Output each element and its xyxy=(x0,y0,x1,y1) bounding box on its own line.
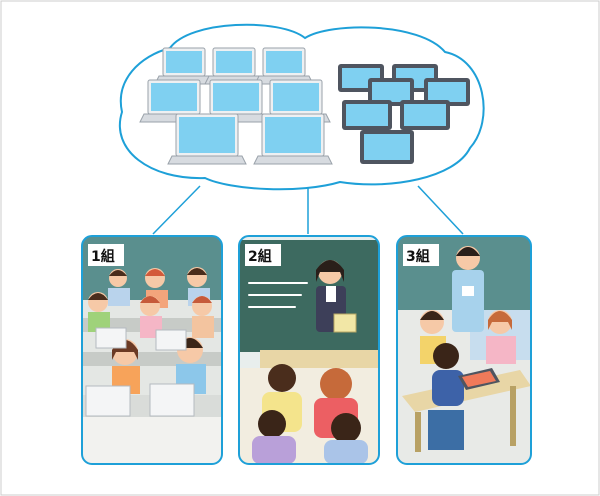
tablet-icon xyxy=(400,100,450,130)
class-1-border xyxy=(81,235,223,465)
tablet-icon xyxy=(424,78,470,106)
connector-line-3 xyxy=(417,185,464,235)
class-2-label: 2組 xyxy=(248,248,272,265)
class-3-border xyxy=(396,235,532,465)
connector-line-1 xyxy=(152,185,201,235)
laptop-icon xyxy=(253,113,333,165)
class-2-border xyxy=(238,235,380,465)
class-1-panel: 1組 xyxy=(81,235,223,465)
tablet-icon xyxy=(342,100,392,130)
tablet-icon xyxy=(360,130,414,164)
laptop-group xyxy=(139,47,333,165)
blackboard-dots xyxy=(248,282,308,308)
tablet-group xyxy=(338,64,470,164)
class-2-panel: 2組 xyxy=(238,235,380,465)
class-3-label: 3組 xyxy=(406,248,430,265)
class-1-label: 1組 xyxy=(91,248,115,265)
class-3-panel: 3組 xyxy=(396,235,532,465)
laptop-icon xyxy=(254,47,314,85)
laptop-icon xyxy=(204,47,264,85)
laptop-icon xyxy=(154,47,214,85)
connector-lines xyxy=(152,185,464,235)
tablet-icon xyxy=(368,78,414,106)
laptop-icon xyxy=(167,113,247,165)
